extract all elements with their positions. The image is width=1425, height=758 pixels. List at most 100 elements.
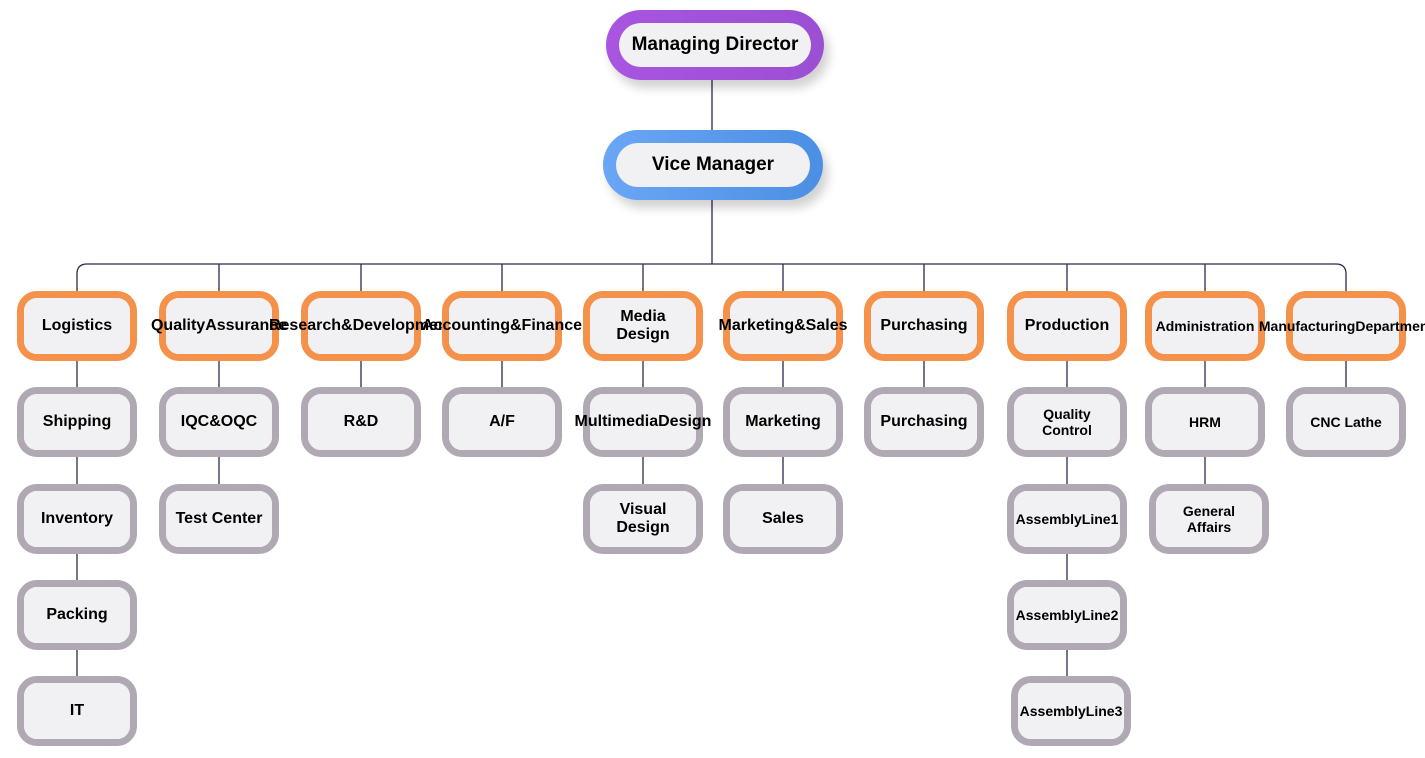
label-line: Assurance [205,316,288,334]
label-line: Department [1355,317,1425,334]
department-box: Purchasing [864,291,984,361]
department-box-label: Research&Development [269,298,453,354]
sub-unit-box-label: Test Center [166,491,272,547]
label-line: Visual Design [616,500,670,536]
label-line: Media Design [616,307,670,343]
department-box: Research&Development [269,291,453,361]
department-box-label: Accounting&Finance [422,298,582,354]
department-box-label: Production [1014,298,1120,354]
sub-unit-box: HRM [1145,387,1265,457]
sub-unit-box-label: IT [24,683,130,739]
sub-unit-box: A/F [442,387,562,457]
label-line: Packing [46,605,108,623]
sub-unit-box-label: HRM [1152,394,1258,450]
sub-unit-box-label: IQC&OQC [166,394,272,450]
label-line: Research [268,316,342,334]
label-line: General Affairs [1182,502,1236,535]
department-box: ManufacturingDepartment [1259,291,1425,361]
label-line: Manufacturing [1258,317,1356,334]
label-line: Design [658,412,712,430]
label-line: Inventory [40,509,113,527]
sub-unit-box: Purchasing [864,387,984,457]
label-line: Line3 [1085,702,1123,719]
label-line: Logistics [41,316,113,334]
sub-unit-box: IT [17,676,137,746]
sub-unit-box: General Affairs [1149,484,1269,554]
sub-unit-box-label: Quality Control [1014,394,1120,450]
department-box: Media Design [583,291,703,361]
label-line: Finance [521,316,583,334]
label-line: A/F [489,412,515,430]
label-line: Marketing [745,412,821,430]
sub-unit-box: Quality Control [1007,387,1127,457]
sub-unit-box-label: Visual Design [590,491,696,547]
label-line: CNC Lathe [1310,413,1382,430]
sub-unit-box-label: Inventory [24,491,130,547]
sub-unit-box: Test Center [159,484,279,554]
label-line: & [509,316,522,334]
label-line: Purchasing [880,316,968,334]
label-line: HRM [1189,413,1221,430]
label-line: IQC&OQC [180,412,258,430]
label-line: Assembly [1015,510,1082,527]
label-line: R&D [343,412,379,430]
department-box-label: ManufacturingDepartment [1259,298,1425,354]
label-line: Test Center [175,509,263,527]
label-line: Production [1024,316,1110,334]
sub-unit-box-label: Shipping [24,394,130,450]
department-box: Marketing&Sales [719,291,847,361]
connector-bus [76,263,1347,291]
vice-manager-node: Vice Manager [603,130,823,200]
label-line: & [341,316,353,334]
sub-unit-box: Packing [17,580,137,650]
label-line: Sales [805,316,848,334]
label-line: Sales [762,509,804,527]
department-box-label: Purchasing [871,298,977,354]
sub-unit-box-label: CNC Lathe [1293,394,1399,450]
label-line: Assembly [1019,702,1086,719]
label-line: Line1 [1081,510,1119,527]
sub-unit-box: Shipping [17,387,137,457]
sub-unit-box: Visual Design [583,484,703,554]
department-box-label: Logistics [24,298,130,354]
label-line: & [794,316,806,334]
sub-unit-box: R&D [301,387,421,457]
managing-director-label: Managing Director [619,23,811,67]
label-line: Line2 [1081,606,1119,623]
sub-unit-box-label: Packing [24,587,130,643]
label-line: Administration [1155,317,1255,334]
label-line: Marketing [718,316,795,334]
sub-unit-box-label: Purchasing [871,394,977,450]
sub-unit-box: Marketing [723,387,843,457]
department-box-label: Media Design [590,298,696,354]
sub-unit-box-label: Sales [730,491,836,547]
sub-unit-box: Sales [723,484,843,554]
label-line: Quality Control [1042,405,1092,438]
department-box: Production [1007,291,1127,361]
sub-unit-box-label: R&D [308,394,414,450]
label-line: Purchasing [880,412,968,430]
label-line: Assembly [1015,606,1082,623]
managing-director-node: Managing Director [606,10,824,80]
sub-unit-box: Inventory [17,484,137,554]
department-box: Logistics [17,291,137,361]
department-box-label: Administration [1152,298,1258,354]
sub-unit-box-label: General Affairs [1156,491,1262,547]
label-line: Multimedia [574,412,659,430]
department-box-label: Marketing&Sales [719,298,847,354]
department-box: Accounting&Finance [422,291,582,361]
sub-unit-box-label: A/F [449,394,555,450]
department-box: Administration [1145,291,1265,361]
label-line: IT [69,701,85,719]
sub-unit-box-label: Marketing [730,394,836,450]
